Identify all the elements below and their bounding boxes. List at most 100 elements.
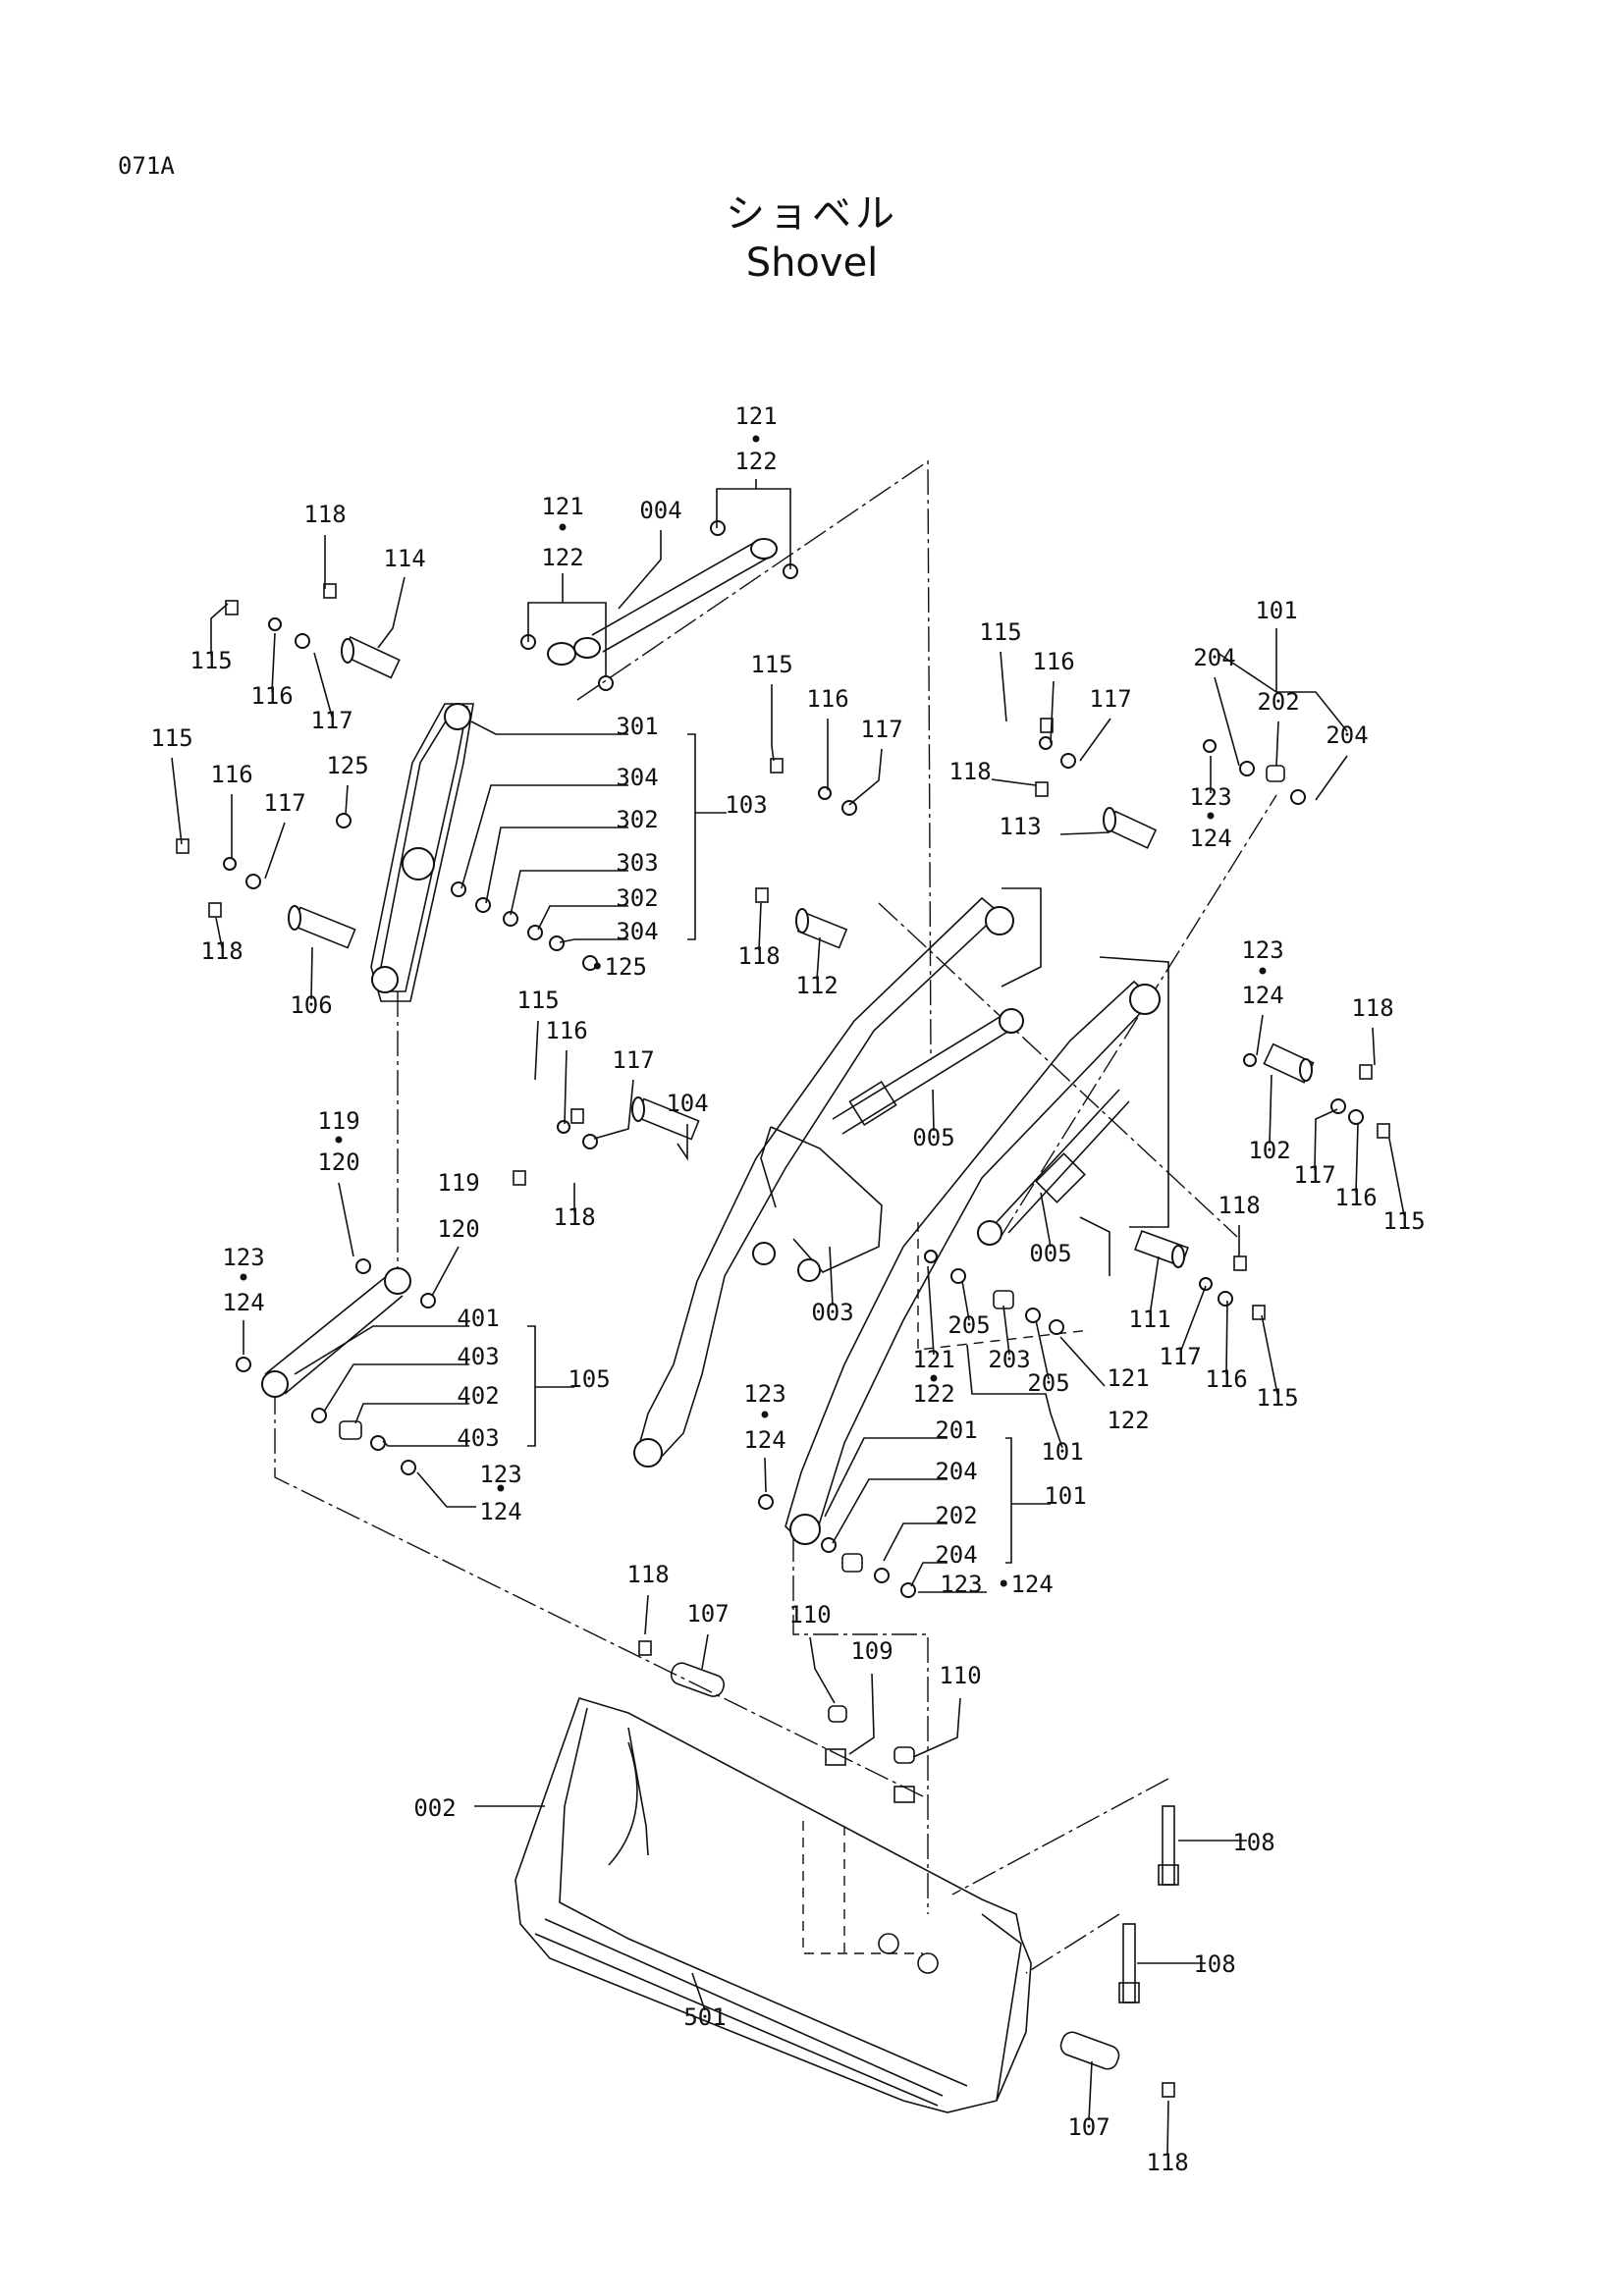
- part-label-l123_tr: 123: [1189, 783, 1231, 811]
- part-label-ldot_m: •: [927, 1365, 941, 1393]
- part-label-l003: 003: [811, 1299, 853, 1326]
- part-label-l103: 103: [725, 791, 767, 819]
- part-label-l401: 401: [457, 1305, 499, 1332]
- bell-crank-103: [370, 703, 474, 1002]
- link-105: [236, 1258, 436, 1475]
- part-label-l125_b: •125: [590, 953, 647, 981]
- part-label-l120_b: 120: [437, 1215, 479, 1243]
- centre-lines: [274, 459, 1277, 1974]
- part-label-l005_a: 005: [912, 1124, 954, 1151]
- part-label-l125_a: 125: [326, 752, 368, 779]
- part-label-l124_l: 124: [222, 1289, 264, 1316]
- part-label-l118_g: 118: [1218, 1192, 1260, 1219]
- part-label-l116_c: 116: [806, 685, 848, 713]
- part-label-l117_g: 117: [1159, 1343, 1201, 1370]
- part-label-l124_tr: 124: [1189, 825, 1231, 852]
- part-label-l304_b: 304: [616, 918, 658, 945]
- part-label-l115_d: 115: [979, 618, 1021, 646]
- part-label-l403_b: 403: [457, 1424, 499, 1452]
- part-label-l116_a: 116: [250, 682, 293, 710]
- part-label-l202_tr: 202: [1257, 688, 1299, 716]
- part-label-l123_bl: 123: [479, 1461, 521, 1488]
- part-label-l101_tr: 101: [1255, 597, 1297, 624]
- part-label-ldot_l: •: [237, 1264, 250, 1292]
- part-label-l117_a: 117: [310, 707, 352, 734]
- part-label-ldot_119a: •: [332, 1127, 346, 1154]
- part-label-l116_f: 116: [545, 1017, 587, 1044]
- part-label-l115_e: 115: [1382, 1207, 1425, 1235]
- part-label-l124_c: 124: [743, 1426, 785, 1454]
- part-label-l116_g: 116: [1205, 1365, 1247, 1393]
- part-label-l118_b: 118: [200, 937, 243, 965]
- part-label-l402: 402: [457, 1382, 499, 1410]
- pin-107-top: [670, 1662, 726, 1697]
- part-label-l116_d: 116: [1032, 648, 1074, 675]
- part-label-l116_e: 116: [1334, 1184, 1377, 1211]
- part-label-l004: 004: [639, 497, 681, 524]
- part-label-l117_b: 117: [263, 789, 305, 817]
- part-label-l124_r: 124: [1241, 982, 1283, 1009]
- part-label-l123_c: 123: [743, 1380, 785, 1408]
- part-label-l122_r: 122: [1107, 1407, 1149, 1434]
- part-label-l204_tr1: 204: [1193, 644, 1235, 671]
- part-label-l122_m: 122: [912, 1380, 954, 1408]
- part-label-l122_top: 122: [734, 448, 777, 475]
- part-label-l118_a: 118: [303, 501, 346, 528]
- part-label-l115_f: 115: [516, 987, 559, 1014]
- part-label-l304_a: 304: [616, 764, 658, 791]
- pin-111: [1134, 1230, 1189, 1268]
- part-label-l113: 113: [999, 813, 1041, 840]
- cross-link-004: [520, 520, 798, 691]
- part-label-l303: 303: [616, 849, 658, 877]
- part-label-l204_tr2: 204: [1326, 721, 1368, 749]
- part-label-l302_a: 302: [616, 806, 658, 833]
- part-label-l118_f: 118: [553, 1203, 595, 1231]
- part-label-l117_f: 117: [612, 1046, 654, 1074]
- pin-104: [631, 1096, 700, 1141]
- part-label-ldot_c: •: [758, 1402, 772, 1429]
- part-label-ldot_bl: •: [494, 1475, 508, 1503]
- hidden-lines: [802, 1222, 1091, 1954]
- part-label-l201: 201: [935, 1416, 977, 1444]
- part-label-l110_a: 110: [788, 1601, 831, 1629]
- part-label-ldot_top: •: [749, 426, 763, 454]
- part-label-l115_c: 115: [750, 651, 792, 678]
- page-title-english: Shovel: [745, 240, 879, 286]
- part-label-l108_b: 108: [1193, 1950, 1235, 1978]
- part-label-l118_h: 118: [626, 1561, 669, 1588]
- part-label-l123_r: 123: [1241, 936, 1283, 964]
- nuts-109-110: [825, 1705, 915, 1803]
- bolt-108-bottom: [1118, 1923, 1140, 2003]
- part-label-l101_m: 101: [1041, 1438, 1083, 1466]
- part-label-l123124_c: 123 •124: [940, 1571, 1054, 1598]
- part-label-l124_bl: 124: [479, 1498, 521, 1525]
- part-label-l005_b: 005: [1029, 1240, 1071, 1267]
- part-label-l114: 114: [383, 545, 425, 572]
- part-label-l115_b: 115: [150, 724, 192, 752]
- part-label-l203: 203: [988, 1346, 1030, 1373]
- part-label-ldot_a: •: [556, 514, 569, 542]
- part-label-l204_c1: 204: [935, 1458, 977, 1485]
- bucket-002: [514, 1697, 1032, 2113]
- part-label-l101_c: 101: [1044, 1482, 1086, 1510]
- part-label-l117_c: 117: [860, 716, 902, 743]
- part-label-l121_top: 121: [734, 402, 777, 430]
- washers-and-fittings: [176, 583, 1390, 2098]
- part-label-l115_g: 115: [1256, 1384, 1298, 1412]
- part-label-ldot_r: •: [1256, 958, 1270, 986]
- loader-frame: [752, 887, 1169, 1282]
- part-label-l121_m: 121: [912, 1346, 954, 1373]
- part-label-l118_d: 118: [948, 758, 991, 785]
- part-label-l106: 106: [290, 991, 332, 1019]
- page-title-japanese: ショベル: [726, 191, 898, 237]
- cylinder-005-right: [977, 1089, 1130, 1246]
- part-label-l121_r: 121: [1107, 1364, 1149, 1392]
- part-label-l122_a: 122: [541, 544, 583, 571]
- part-label-l112: 112: [795, 972, 838, 999]
- part-label-l120_a: 120: [317, 1148, 359, 1176]
- part-label-ldot_tr: •: [1204, 803, 1218, 830]
- part-label-l117_e: 117: [1293, 1161, 1335, 1189]
- part-label-l117_d: 117: [1089, 685, 1131, 713]
